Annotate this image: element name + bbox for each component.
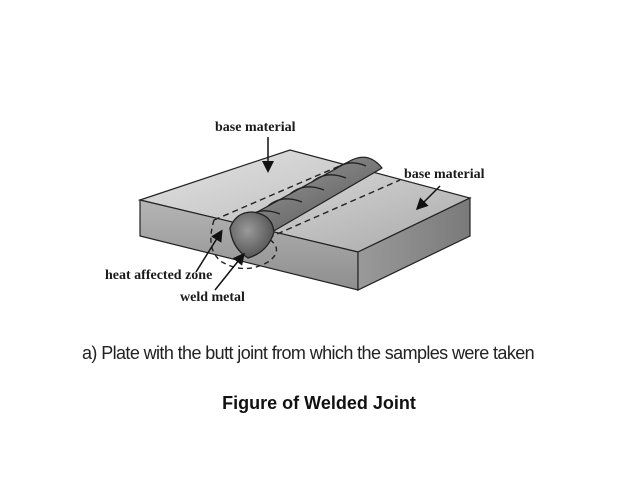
label-base-material-right: base material <box>404 167 485 182</box>
arrow-heat-affected-zone <box>195 229 223 273</box>
figure-caption: a) Plate with the butt joint from which … <box>82 343 535 363</box>
label-heat-affected-zone: heat affected zone <box>105 268 212 283</box>
plate-right-face <box>357 197 471 291</box>
haz-outline-front <box>210 219 278 270</box>
arrow-weld-metal <box>214 252 245 291</box>
figure-title: Figure of Welded Joint <box>222 393 416 413</box>
welded-joint-diagram: base material base material heat affecte… <box>105 120 485 305</box>
haz-boundary-right <box>267 179 401 239</box>
arrow-base-material-right <box>415 185 441 211</box>
weld-metal-section <box>229 211 275 259</box>
label-base-material-top: base material <box>215 120 296 135</box>
haz-boundary-left <box>213 157 359 221</box>
label-weld-metal: weld metal <box>180 290 245 305</box>
